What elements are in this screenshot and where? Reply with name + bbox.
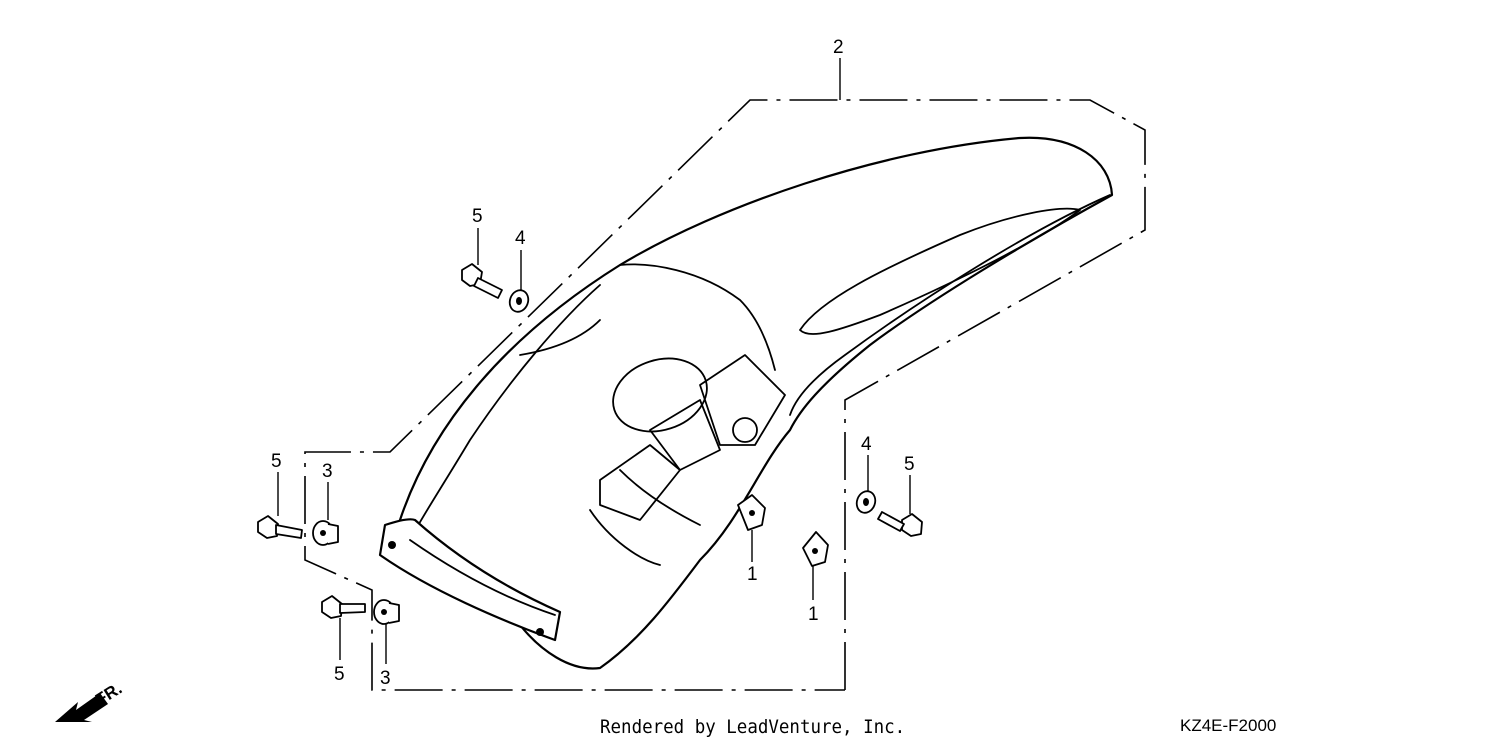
bolt-5-right[interactable] — [877, 511, 923, 537]
callout-4-right: 4 — [861, 434, 872, 455]
diagram-code: KZ4E-F2000 — [1180, 716, 1277, 735]
bolt-5-upper[interactable] — [461, 263, 503, 299]
leader-lines — [277, 58, 911, 664]
callout-1-left: 1 — [747, 564, 758, 585]
callout-5-lower: 5 — [334, 664, 345, 685]
callout-5-right: 5 — [904, 454, 915, 475]
bolt-5-lower[interactable] — [321, 595, 366, 619]
front-direction-arrow-icon: FR. — [55, 679, 125, 722]
collar-3-lower[interactable] — [373, 599, 400, 625]
callout-4-upper: 4 — [515, 228, 526, 249]
bolt-5-left[interactable] — [257, 515, 303, 539]
callout-2: 2 — [833, 37, 844, 58]
callout-3-upper: 3 — [322, 461, 333, 482]
speed-nut-1-right[interactable] — [802, 531, 829, 567]
callout-5-upper: 5 — [472, 206, 483, 227]
callout-1-right: 1 — [808, 604, 819, 625]
assembly-boundary — [304, 99, 1146, 691]
washer-4-right[interactable] — [854, 489, 878, 516]
washer-4-upper[interactable] — [507, 288, 531, 315]
footer-credit: Rendered by LeadVenture, Inc. — [600, 716, 906, 738]
callout-5-left: 5 — [271, 451, 282, 472]
rear-fender[interactable] — [378, 136, 1114, 670]
callout-3-lower: 3 — [380, 668, 391, 689]
speed-nut-1-left[interactable] — [737, 494, 766, 531]
collar-3-upper[interactable] — [312, 520, 339, 546]
